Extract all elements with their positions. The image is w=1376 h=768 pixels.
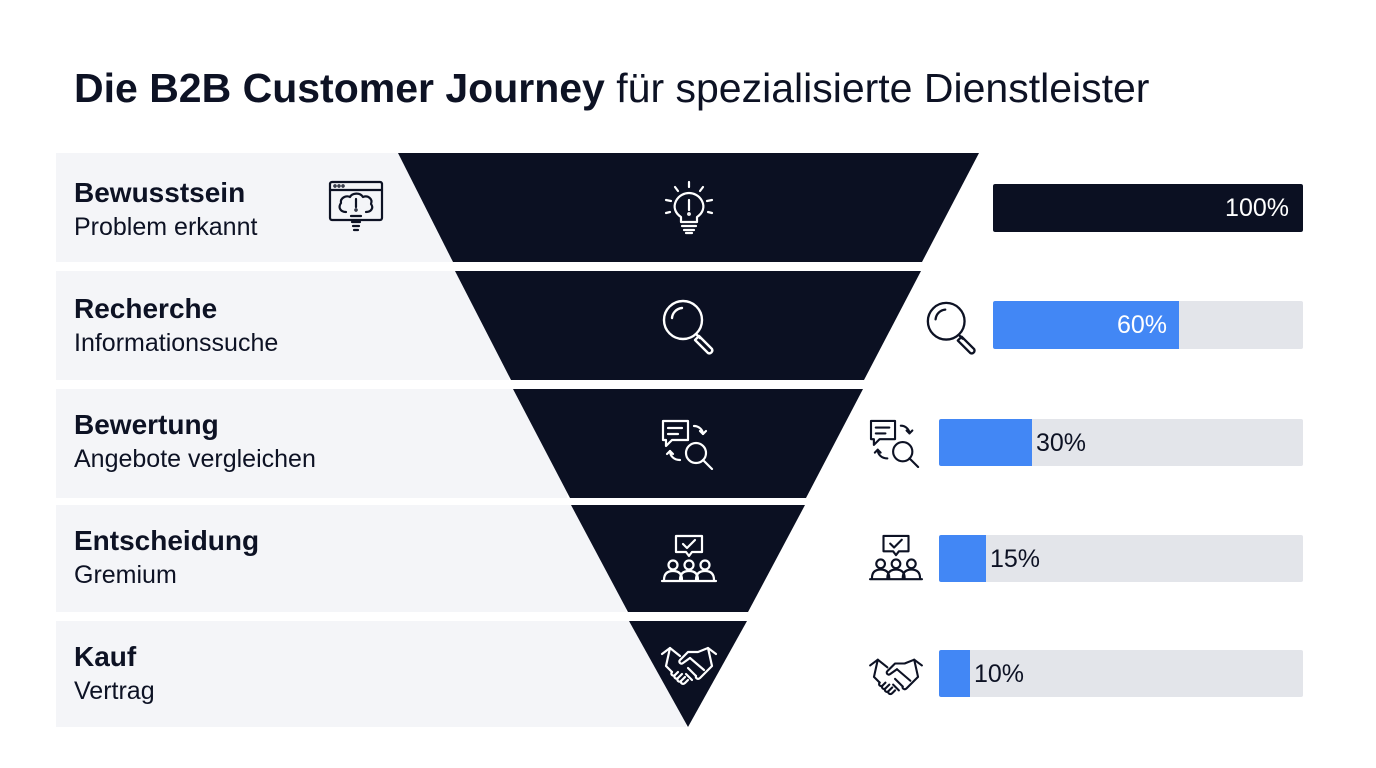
stage-subtitle: Gremium [74,561,177,589]
stage-row-bewusstsein: Bewusstsein Problem erkannt [56,153,452,262]
stage-subtitle: Problem erkannt [74,213,258,241]
progress-fill [993,301,1179,349]
handshake-icon [869,658,923,696]
stage-title: Recherche [74,293,218,324]
stage-title: Bewusstsein [74,177,246,208]
page-title: Die B2B Customer Journey für spezialisie… [74,58,1149,118]
stage-title: Entscheidung [74,525,260,556]
percent-label: 10% [974,660,1025,688]
progress-bar-recherche: 60% [993,301,1303,349]
progress-bar-kauf: 10% [939,650,1303,697]
stage-title: Kauf [74,641,137,672]
compare-chat-search-icon [869,419,920,468]
stage-subtitle: Vertrag [74,677,155,705]
progress-fill [939,419,1032,466]
percent-label: 60% [1117,311,1168,339]
stage-row-recherche: Recherche Informationssuche [56,271,509,380]
committee-icon [868,534,924,581]
stage-subtitle: Informationssuche [74,329,279,357]
progress-fill [993,184,1303,232]
handshake-icon [660,646,718,685]
funnel-segment-entscheidung [571,505,805,612]
progress-fill [939,650,970,697]
title-rest: für spezialisierte Dienstleister [604,65,1150,111]
committee-icon [660,534,718,583]
percent-label: 15% [990,545,1041,573]
percent-label: 30% [1036,429,1087,457]
progress-bar-entscheidung: 15% [939,535,1303,582]
magnifier-icon [926,301,976,355]
title-bold: Die B2B Customer Journey [74,65,605,111]
funnel-segment-recherche [455,271,921,380]
stage-row-bewertung: Bewertung Angebote vergleichen [56,389,567,498]
compare-chat-search-icon [661,419,714,470]
stage-row-kauf: Kauf Vertrag [56,621,686,727]
stage-title: Bewertung [74,409,219,440]
stage-subtitle: Angebote vergleichen [74,445,316,473]
percent-label: 100% [1225,194,1289,222]
lightbulb-icon [664,180,714,235]
progress-bar-bewusstsein: 100% [993,184,1303,232]
progress-bar-bewertung: 30% [939,419,1303,466]
progress-fill [939,535,986,582]
funnel-segment-kauf [629,621,747,727]
funnel-segment-bewertung [513,389,863,498]
magnifier-icon [662,299,714,355]
browser-lightbulb-icon [328,180,384,232]
stage-row-entscheidung: Entscheidung Gremium [56,505,626,612]
